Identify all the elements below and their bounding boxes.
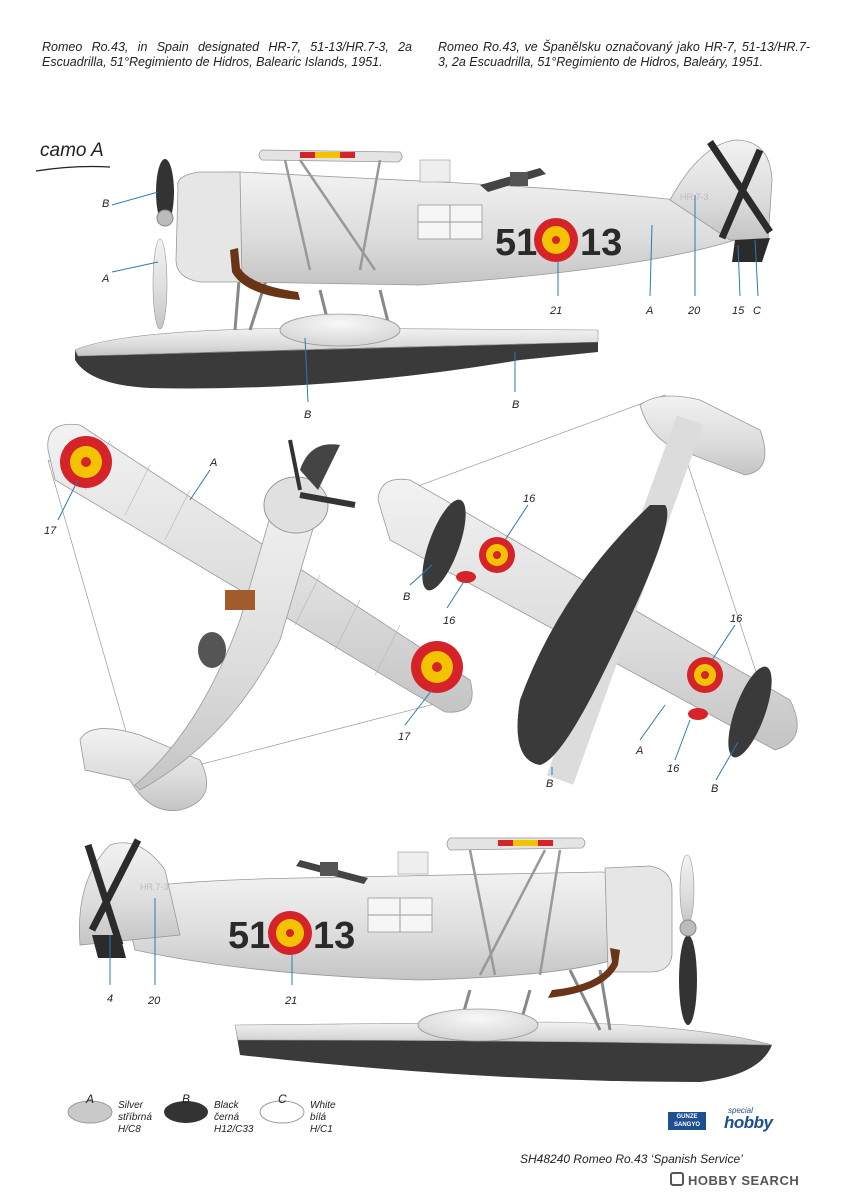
callout-A-bottom: A	[635, 745, 643, 757]
callout-B-bottom-left: B	[403, 591, 410, 603]
callout-21-left: 21	[549, 305, 562, 317]
fuselage-code-left-51: 51	[495, 222, 537, 264]
legend-letter-B: B	[182, 1092, 191, 1106]
callout-21-right: 21	[284, 995, 297, 1007]
watermark: HOBBY SEARCH	[688, 1173, 800, 1188]
top-view: 17 A 17	[44, 423, 473, 812]
callout-20-left: 20	[687, 305, 701, 317]
callout-A-top: A	[209, 457, 217, 469]
callout-A-fuselage: A	[645, 305, 653, 317]
fuselage-code-right-13: 13	[313, 915, 355, 957]
tail-code-left: HR.7-3	[680, 192, 709, 202]
legend-letter-A: A	[86, 1092, 95, 1106]
callout-17-top-right: 17	[398, 731, 411, 743]
profile-right-side: HR.7-3 51 13 4 20 21	[79, 837, 773, 1082]
paint-legend-swatches	[67, 1100, 305, 1124]
callout-C: C	[753, 305, 761, 317]
swatch-black	[164, 1101, 208, 1123]
tail-code-right: HR.7-3	[140, 882, 169, 892]
callout-16-bottom-a: 16	[523, 493, 536, 505]
caption-english: Romeo Ro.43, in Spain designated HR-7, 5…	[42, 40, 412, 69]
callout-B-bottom-float: B	[546, 778, 553, 790]
bottom-view: 16 B 16 16 A 16 B B	[377, 394, 798, 795]
special-hobby-logo-top: special	[728, 1106, 753, 1115]
callout-16-bottom-b: 16	[443, 615, 456, 627]
callout-A-prop: A	[101, 273, 109, 285]
callout-15: 15	[732, 305, 745, 317]
callout-B-prop: B	[102, 198, 109, 210]
fuselage-code-left-13: 13	[580, 222, 622, 264]
callout-20-right: 20	[147, 995, 161, 1007]
camo-label: camo A	[40, 140, 104, 161]
callout-16-bottom-d: 16	[667, 763, 680, 775]
footer-title: SH48240 Romeo Ro.43 ‘Spanish Service’	[520, 1152, 743, 1166]
caption-czech: Romeo Ro.43, ve Španělsku označovaný jak…	[438, 40, 810, 69]
special-hobby-logo: hobby	[724, 1113, 773, 1132]
profile-left-side: HR.7-3 51 13 B A 21 A 20 15 C B	[74, 139, 773, 421]
callout-16-bottom-c: 16	[730, 613, 743, 625]
callout-B-float: B	[304, 409, 311, 421]
callout-17-top-left: 17	[44, 525, 57, 537]
callout-B-hull: B	[512, 399, 519, 411]
camo-underline	[35, 165, 111, 172]
fuselage-code-right-51: 51	[228, 915, 270, 957]
callout-B-bottom-right: B	[711, 783, 718, 795]
callout-4: 4	[107, 993, 113, 1005]
hobby-search-icon	[670, 1172, 684, 1186]
swatch-silver	[67, 1100, 113, 1124]
legend-letter-C: C	[278, 1092, 287, 1106]
swatch-white	[259, 1100, 305, 1124]
